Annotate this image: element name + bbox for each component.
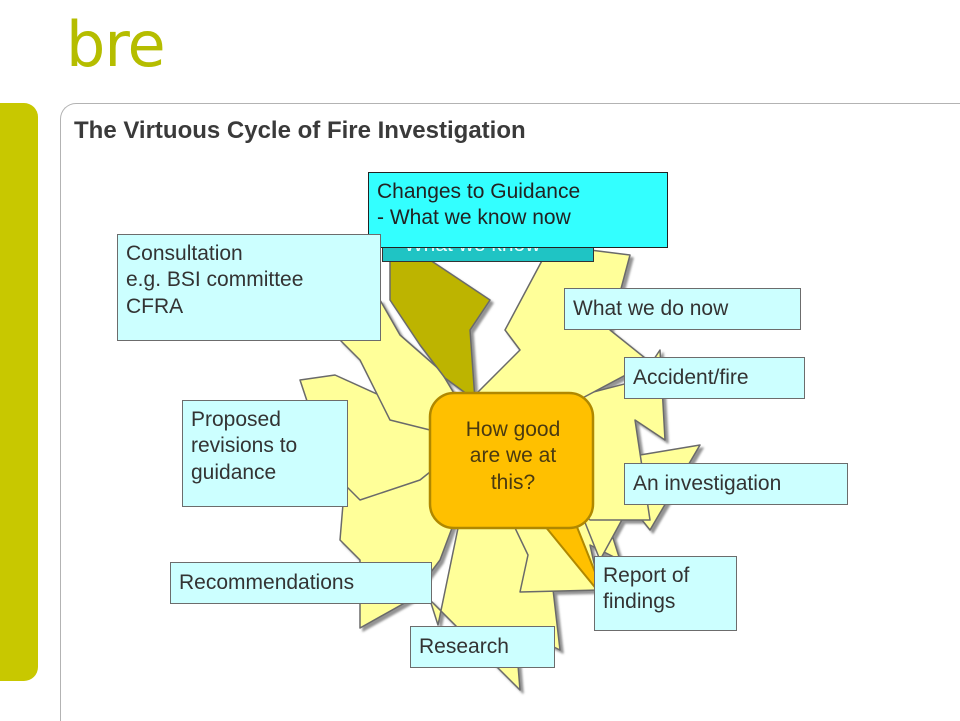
callout-line3: this? — [490, 470, 536, 494]
accident-fire-text: Accident/fire — [633, 365, 749, 389]
consultation-line3: CFRA — [126, 294, 184, 318]
what-we-do-now-text: What we do now — [573, 296, 729, 320]
callout-line2: are we at — [469, 444, 557, 468]
callout-bubble — [428, 391, 595, 530]
changes-line2: - What we know now — [377, 206, 571, 230]
recommendations-text: Recommendations — [179, 570, 355, 594]
recommendations-box: Recommendations — [170, 562, 432, 604]
consultation-line1: Consultation — [126, 242, 243, 265]
an-investigation-text: An investigation — [633, 471, 782, 495]
report-line2: findings — [603, 590, 676, 614]
research-box: Research — [410, 626, 555, 668]
callout-text: How good are we at this? — [436, 417, 590, 496]
consultation-box: Consultation e.g. BSI committee CFRA — [117, 234, 381, 341]
bre-logo: bre — [66, 8, 166, 81]
proposed-revisions-box: Proposed revisions to guidance — [182, 400, 348, 507]
report-of-findings-box: Report of findings — [594, 556, 737, 631]
content-frame — [60, 103, 960, 721]
proposed-line1: Proposed — [191, 408, 281, 431]
consultation-line2: e.g. BSI committee — [126, 268, 304, 292]
research-text: Research — [419, 634, 509, 658]
what-we-do-now-box: What we do now — [564, 288, 801, 330]
proposed-line2: revisions to — [191, 434, 298, 458]
changes-to-guidance-box: Changes to Guidance - What we know now — [368, 172, 668, 248]
sidebar-accent-bar — [0, 103, 38, 681]
report-line1: Report of — [603, 564, 690, 587]
an-investigation-box: An investigation — [624, 463, 848, 505]
callout-line1: How good — [465, 418, 561, 441]
slide-title: The Virtuous Cycle of Fire Investigation — [74, 117, 526, 144]
changes-line1: Changes to Guidance — [377, 180, 581, 203]
proposed-line3: guidance — [191, 460, 277, 484]
accident-fire-box: Accident/fire — [624, 357, 805, 399]
